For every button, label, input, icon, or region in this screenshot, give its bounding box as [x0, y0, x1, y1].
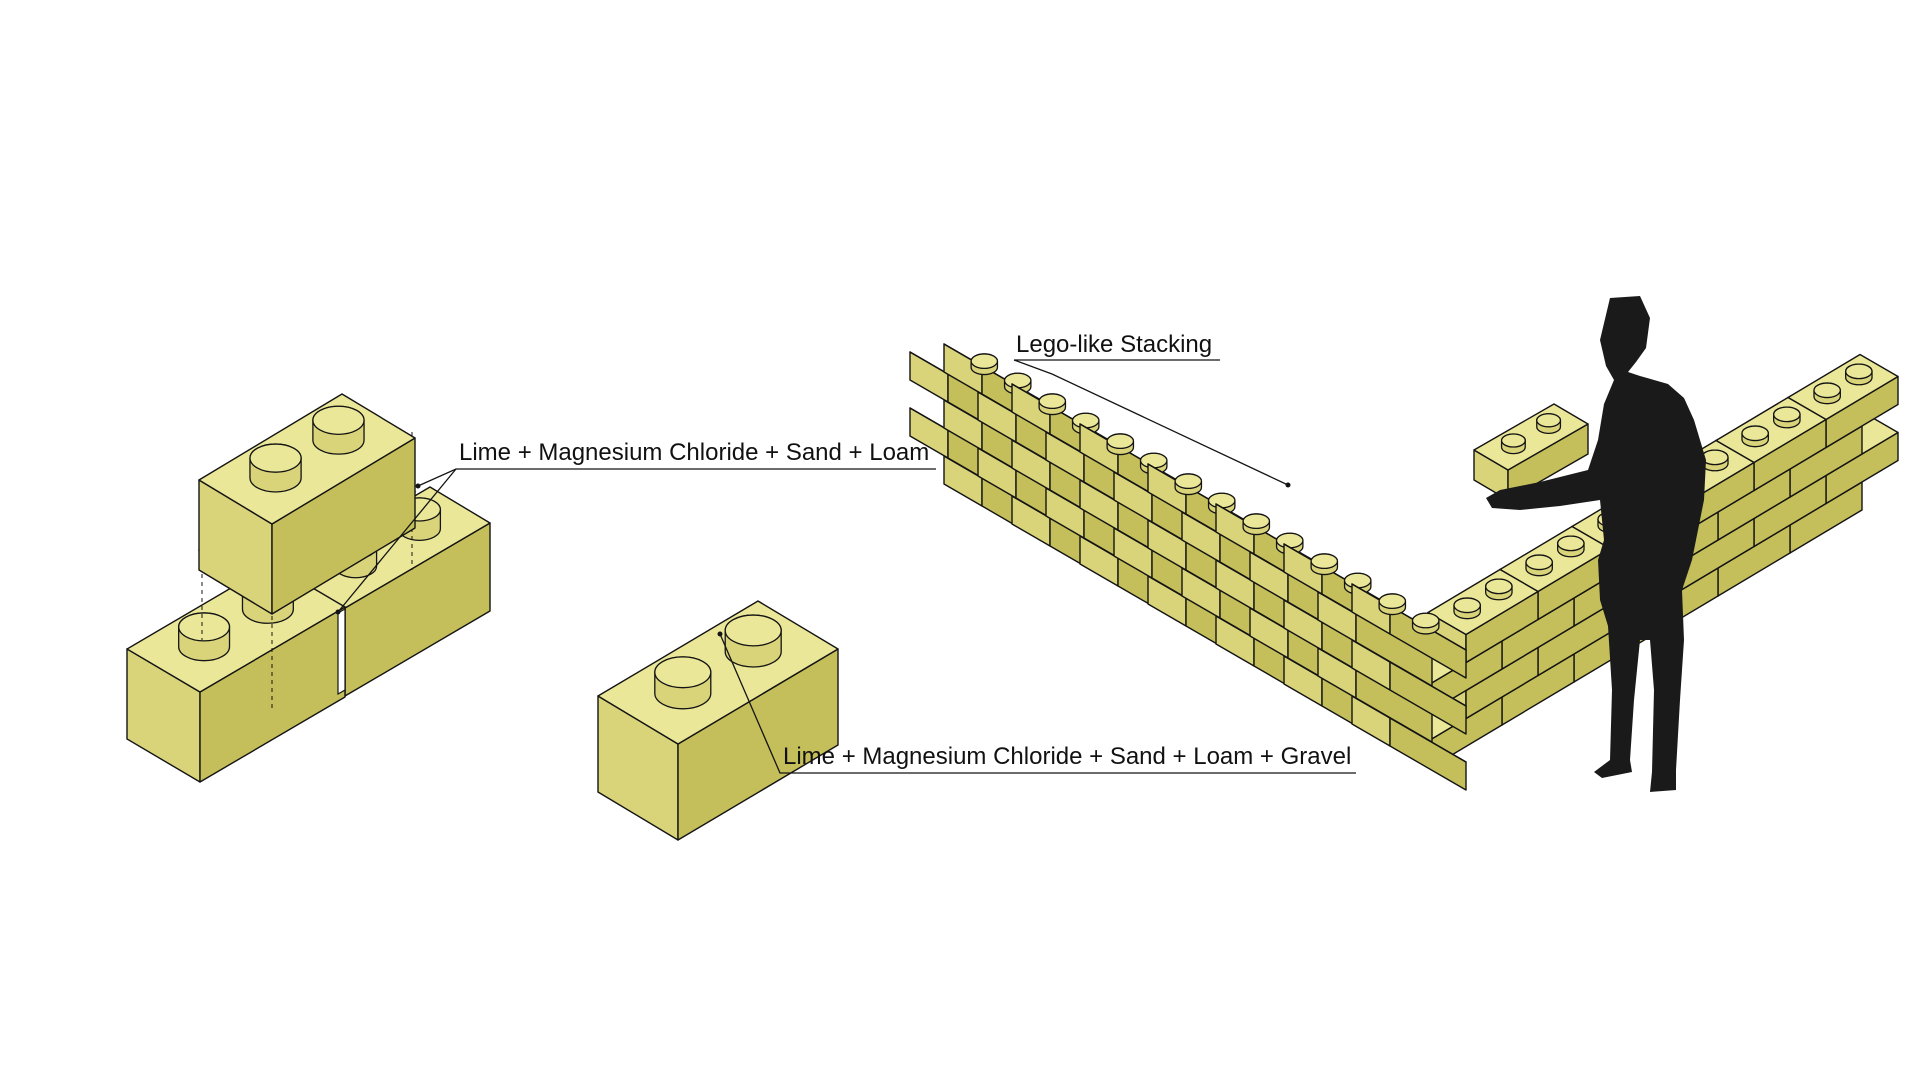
leader-mortar-joint — [337, 468, 457, 613]
wall-brick-left — [1351, 639, 1467, 735]
mortar-joint-strip — [337, 607, 346, 696]
leader-lines — [337, 359, 1356, 774]
carried-brick — [1473, 403, 1589, 501]
label-stacking: Lego-like Stacking — [1016, 331, 1212, 358]
leader-dots — [335, 482, 1291, 637]
person-silhouette — [1486, 296, 1706, 792]
leader-stacking — [1013, 359, 1289, 486]
stacked-brick-wall — [909, 343, 1899, 791]
exploded-brick-assembly — [126, 393, 491, 783]
label-brick-body: Lime + Magnesium Chloride + Sand + Loam … — [783, 743, 1351, 770]
base-brick-left — [126, 563, 346, 783]
single-brick-body — [597, 600, 839, 841]
label-mortar-layer: Lime + Magnesium Chloride + Sand + Loam — [459, 439, 929, 466]
leader-mortar — [417, 468, 936, 487]
leader-brick-body — [719, 633, 1356, 774]
wall-brick-right — [1499, 525, 1611, 621]
wall-brick-right — [1427, 568, 1539, 664]
top-floating-brick — [198, 393, 416, 615]
single-brick — [597, 600, 839, 841]
wall-brick-left — [1351, 583, 1467, 679]
